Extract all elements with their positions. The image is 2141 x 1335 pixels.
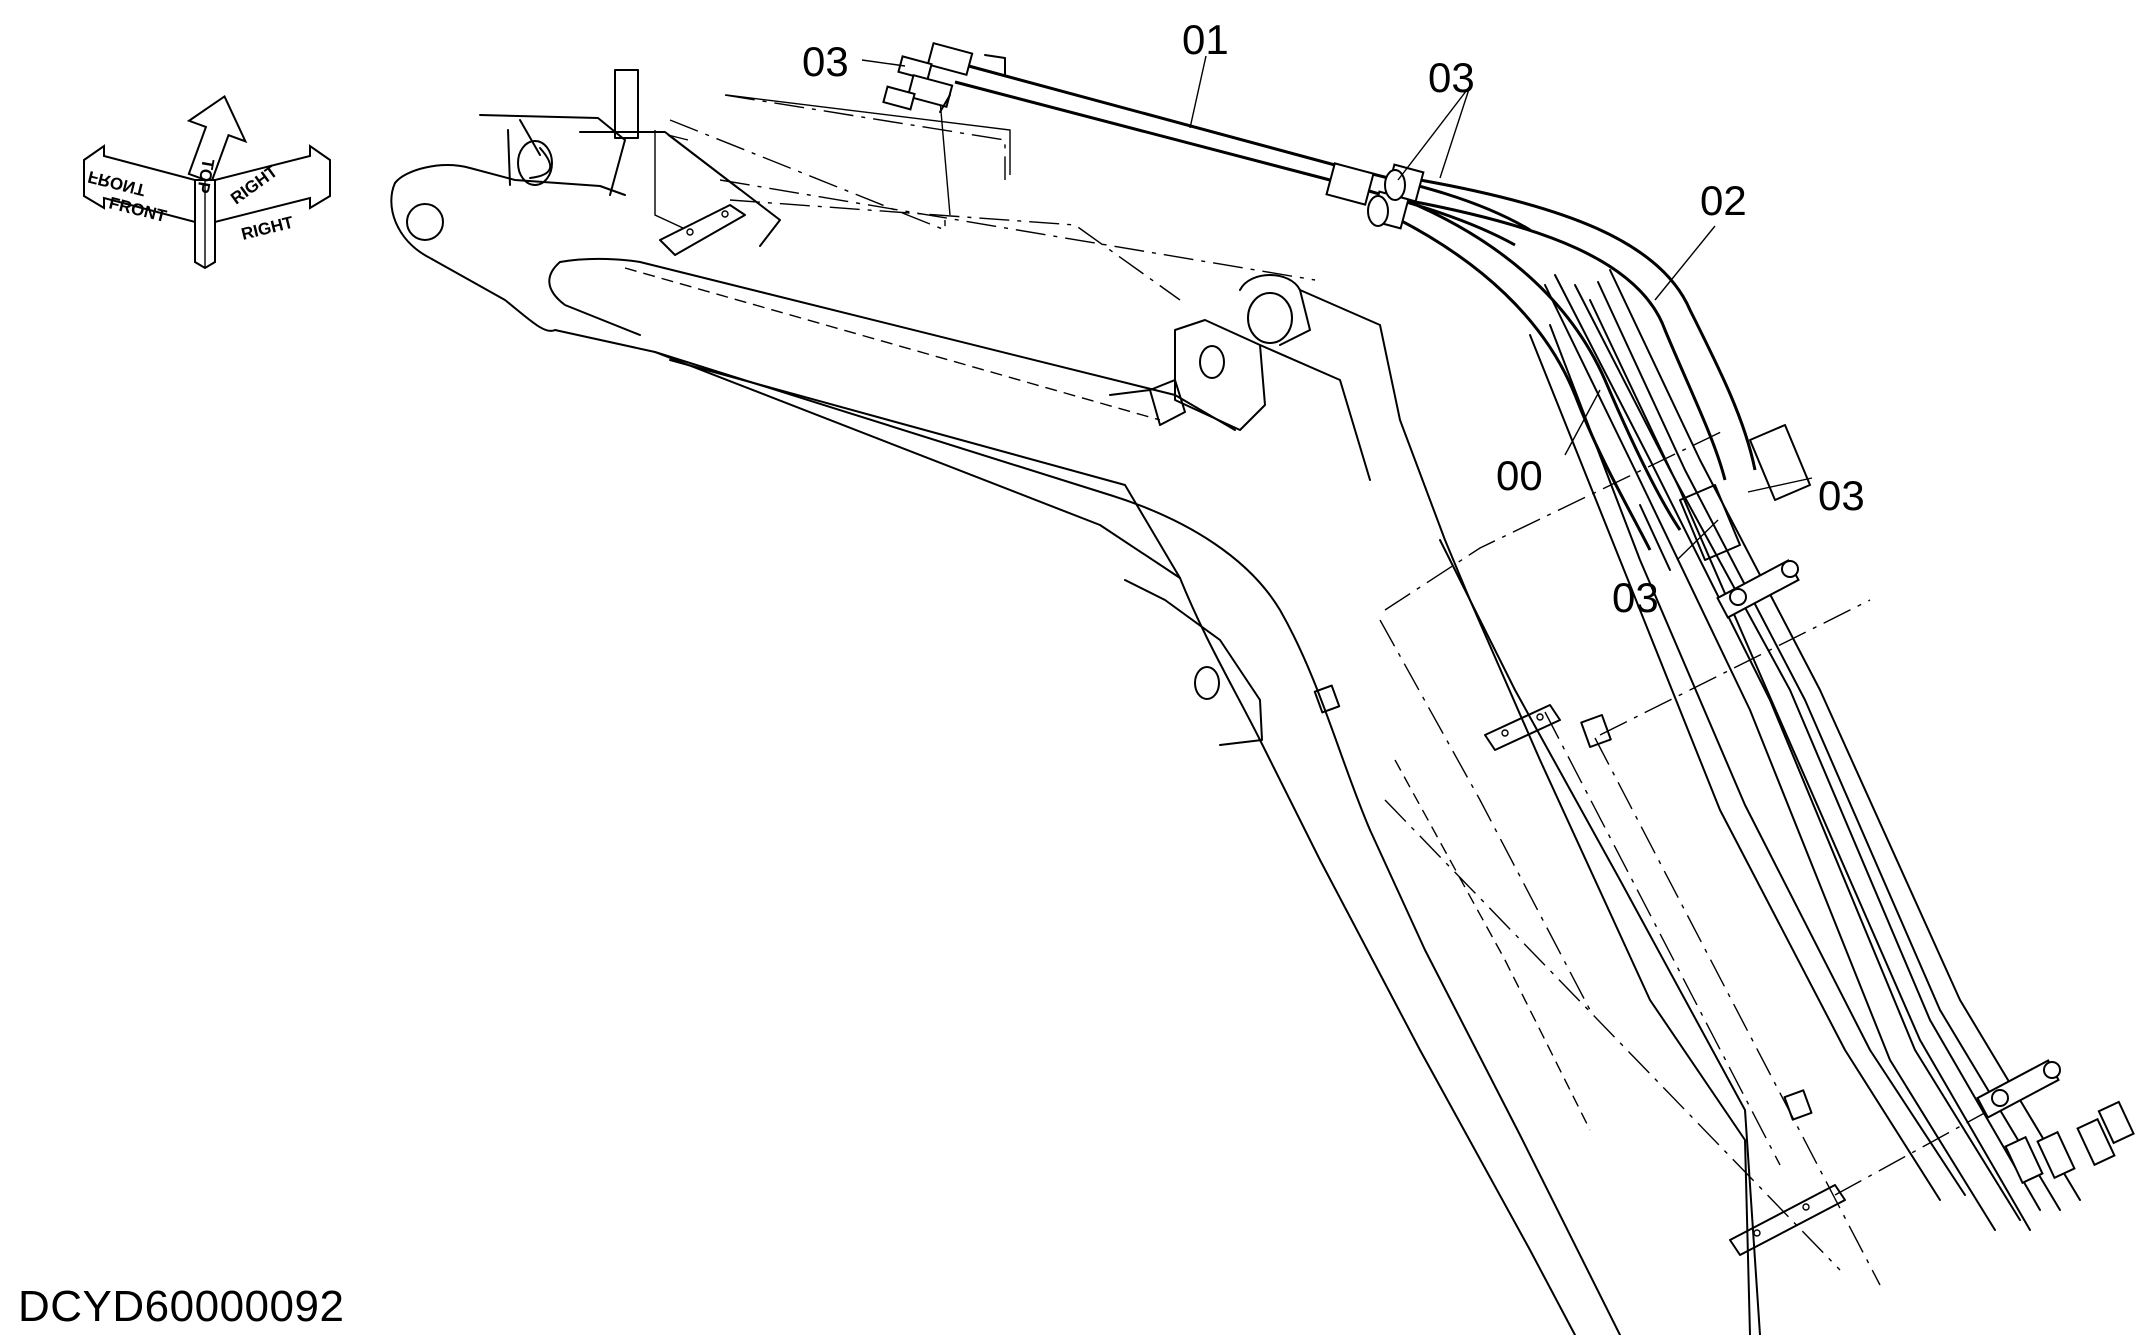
callout-00: 00 [1496,452,1543,499]
foot-clamp-parts [654,94,1011,256]
callout-03-mid: 03 [1612,574,1659,621]
callout-labels: 03 01 03 02 00 03 03 [802,16,1865,621]
callout-leaders [861,55,1813,561]
callout-03-top-left: 03 [802,38,849,85]
drawing-id-label: DCYD60000092 [18,1282,345,1331]
callout-01: 01 [1182,16,1229,63]
hose-02 [1419,178,1757,471]
callout-03-right: 03 [1818,472,1865,519]
pipe-clamp-upper [1716,559,1800,619]
pipe-end-fittings [2004,1100,2135,1185]
callout-02: 02 [1700,177,1747,224]
callout-03-top-mid: 03 [1428,54,1475,101]
orientation-compass: FRONT FRONT TOP RIGHT RIGHT [83,94,331,270]
hose-00 [1404,198,1682,531]
right-arrow-icon [214,144,331,224]
hose-coupling-mid [1325,162,1425,230]
right-label: RIGHT [239,213,296,244]
boom-body [390,69,1991,1335]
hydraulic-hoses [882,41,2135,1231]
top-arrow-icon [186,94,248,184]
hose-end-fittings-top [882,41,1006,113]
pipe-clamp-lower [1976,1059,2061,1119]
